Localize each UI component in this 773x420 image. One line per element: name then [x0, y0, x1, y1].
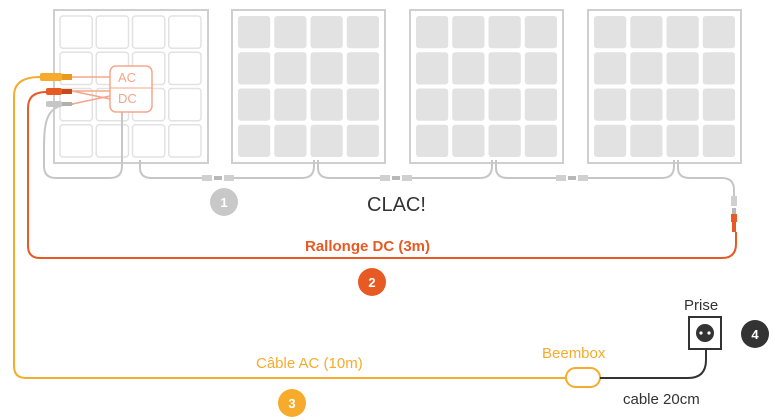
panel-cell: [310, 124, 343, 157]
outlet-label: Prise: [684, 297, 719, 314]
mc4-connector-pair-1: [202, 175, 234, 181]
beembox-label: Beembox: [542, 345, 606, 362]
panel-cell: [274, 124, 307, 157]
panel-cell: [310, 88, 343, 121]
panel-cell: [702, 52, 735, 85]
panel-cell: [238, 16, 271, 49]
panel-cell: [346, 16, 379, 49]
panel-cell: [274, 16, 307, 49]
panel-cell: [346, 124, 379, 157]
panel-cell: [274, 88, 307, 121]
panel-cell: [666, 88, 699, 121]
panel-cell: [594, 16, 627, 49]
panel-cell: [416, 16, 449, 49]
grey-connector-left: [46, 101, 72, 107]
panel-cell: [630, 52, 663, 85]
panel-cell: [452, 124, 485, 157]
panel-cell: [59, 124, 93, 158]
mc4-connector-pair-2: [380, 175, 412, 181]
clac-label: CLAC!: [367, 194, 426, 216]
panel-cell: [310, 52, 343, 85]
panel-cell: [666, 124, 699, 157]
solar-panel-1: [53, 9, 209, 164]
panel-cell: [416, 124, 449, 157]
panel-cell: [168, 51, 202, 86]
short-cable: [600, 340, 707, 379]
dc-extension-label: Rallonge DC (3m): [305, 238, 431, 255]
panel-cell: [594, 52, 627, 85]
panel-cell: [168, 87, 202, 122]
panel-cell: [95, 124, 130, 158]
panel-cell: [131, 15, 166, 49]
mc4-connector-pair-3: [556, 175, 588, 181]
panel-cell: [524, 124, 557, 157]
panel-cell: [452, 88, 485, 121]
panel-cell: [630, 16, 663, 49]
panel-cell: [274, 52, 307, 85]
solar-panel-4: [587, 9, 742, 164]
panel-cell: [346, 52, 379, 85]
dc-extension-cable: [27, 91, 737, 259]
panel-cell: [488, 124, 521, 157]
ac-connector-left: [40, 73, 72, 81]
short-cable-label: cable 20cm: [623, 391, 700, 408]
outlet-icon: [688, 316, 722, 350]
step-badge-2: 2: [358, 268, 386, 296]
micro-inverter: [71, 65, 153, 113]
dc-label: DC: [118, 91, 137, 106]
ac-cable-label: Câble AC (10m): [256, 355, 363, 372]
panel-cell: [310, 16, 343, 49]
step-badge-3: 3: [278, 389, 306, 417]
dc-extension-connector-right: [731, 214, 737, 232]
panel-cell: [452, 16, 485, 49]
panel-cell: [416, 52, 449, 85]
panel-cell: [488, 88, 521, 121]
ac-cable: [13, 76, 566, 379]
panel-cell: [702, 124, 735, 157]
panel-cell: [488, 52, 521, 85]
panel-cell: [488, 16, 521, 49]
dc-connector-left: [46, 88, 72, 95]
panel-cell: [594, 88, 627, 121]
panel-cell: [168, 124, 202, 158]
panel-cell: [702, 16, 735, 49]
panel-cell: [594, 124, 627, 157]
panel-cell: [238, 52, 271, 85]
panel-cell: [131, 124, 166, 158]
solar-panel-2: [231, 9, 386, 164]
panel-cell: [168, 15, 202, 49]
panel-cell: [346, 88, 379, 121]
mc4-connectors: [40, 73, 737, 232]
panel-cell: [524, 52, 557, 85]
panel-cell: [416, 88, 449, 121]
panel-cell: [452, 52, 485, 85]
panel-cell: [95, 15, 130, 49]
panel-cell: [630, 124, 663, 157]
solar-panel-3: [409, 9, 564, 164]
ac-label: AC: [118, 70, 137, 85]
panel-cell: [238, 88, 271, 121]
panel-cell: [630, 88, 663, 121]
panel-cell: [524, 88, 557, 121]
panel-cell: [524, 16, 557, 49]
panel-cell: [59, 15, 93, 49]
step-badge-4: 4: [741, 320, 769, 348]
beembox-device: [565, 367, 601, 388]
step-badge-1: 1: [210, 188, 238, 216]
panel-cell: [238, 124, 271, 157]
panel-cell: [702, 88, 735, 121]
panel-cell: [666, 52, 699, 85]
panel-cell: [666, 16, 699, 49]
mc4-connector-end: [731, 196, 737, 214]
